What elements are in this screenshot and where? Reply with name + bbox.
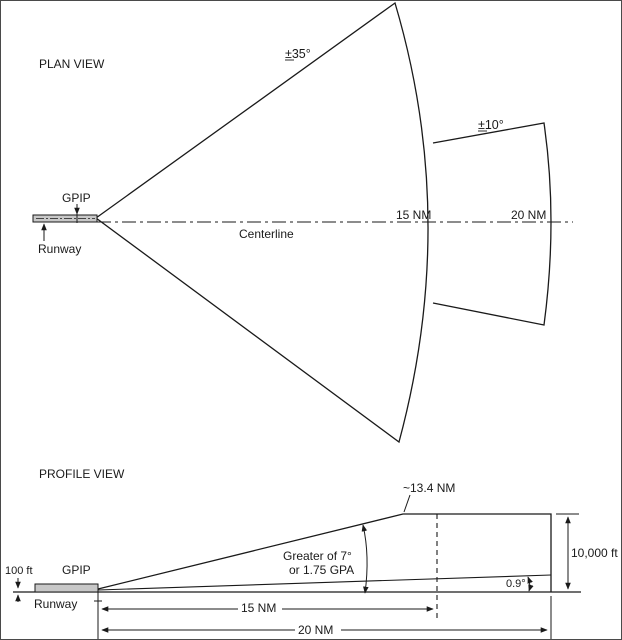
- lower-surface: [97, 574, 552, 591]
- plan-view-title: PLAN VIEW: [39, 57, 105, 71]
- breakpoint-label: ~13.4 NM: [403, 481, 455, 495]
- breakpoint-leader: [403, 494, 411, 513]
- angle-10-label: ±10°: [478, 118, 504, 132]
- plan-gpip-label: GPIP: [62, 191, 91, 205]
- angle-label-line1: Greater of 7°: [283, 549, 352, 563]
- profile-runway-label: Runway: [34, 597, 77, 611]
- plan-view: PLAN VIEW GPIP Runway Centerline ±35° ±1…: [32, 1, 573, 444]
- angle-arc: [361, 524, 369, 594]
- profile-view-title: PROFILE VIEW: [39, 467, 125, 481]
- profile-gpip-label: GPIP: [62, 563, 91, 577]
- profile-20nm-label: 20 NM: [298, 623, 333, 637]
- narrow-sector-outline: [432, 122, 552, 326]
- plan-20nm-label: 20 NM: [511, 208, 546, 222]
- profile-view: PROFILE VIEW ~13.4 NM Greater of 7° or 1…: [5, 467, 618, 639]
- wide-sector-outline: [94, 1, 429, 444]
- upper-surface: [97, 513, 552, 592]
- floor-angle-label: 0.9°: [506, 578, 526, 590]
- dim-20-label-bg: [295, 622, 341, 636]
- profile-runway: [34, 583, 99, 593]
- plan-15nm-label: 15 NM: [396, 208, 431, 222]
- angle-35-label: ±35°: [285, 47, 311, 61]
- dim-15-label-bg: [238, 601, 282, 615]
- centerline-label: Centerline: [239, 227, 294, 241]
- floor-angle-arc: [527, 576, 534, 592]
- angle-label-line2: or 1.75 GPA: [289, 563, 354, 577]
- profile-15nm-label: 15 NM: [241, 601, 276, 615]
- threshold-height-label: 100 ft: [5, 565, 33, 577]
- height-label: 10,000 ft: [571, 546, 618, 560]
- plan-runway-label: Runway: [38, 242, 81, 256]
